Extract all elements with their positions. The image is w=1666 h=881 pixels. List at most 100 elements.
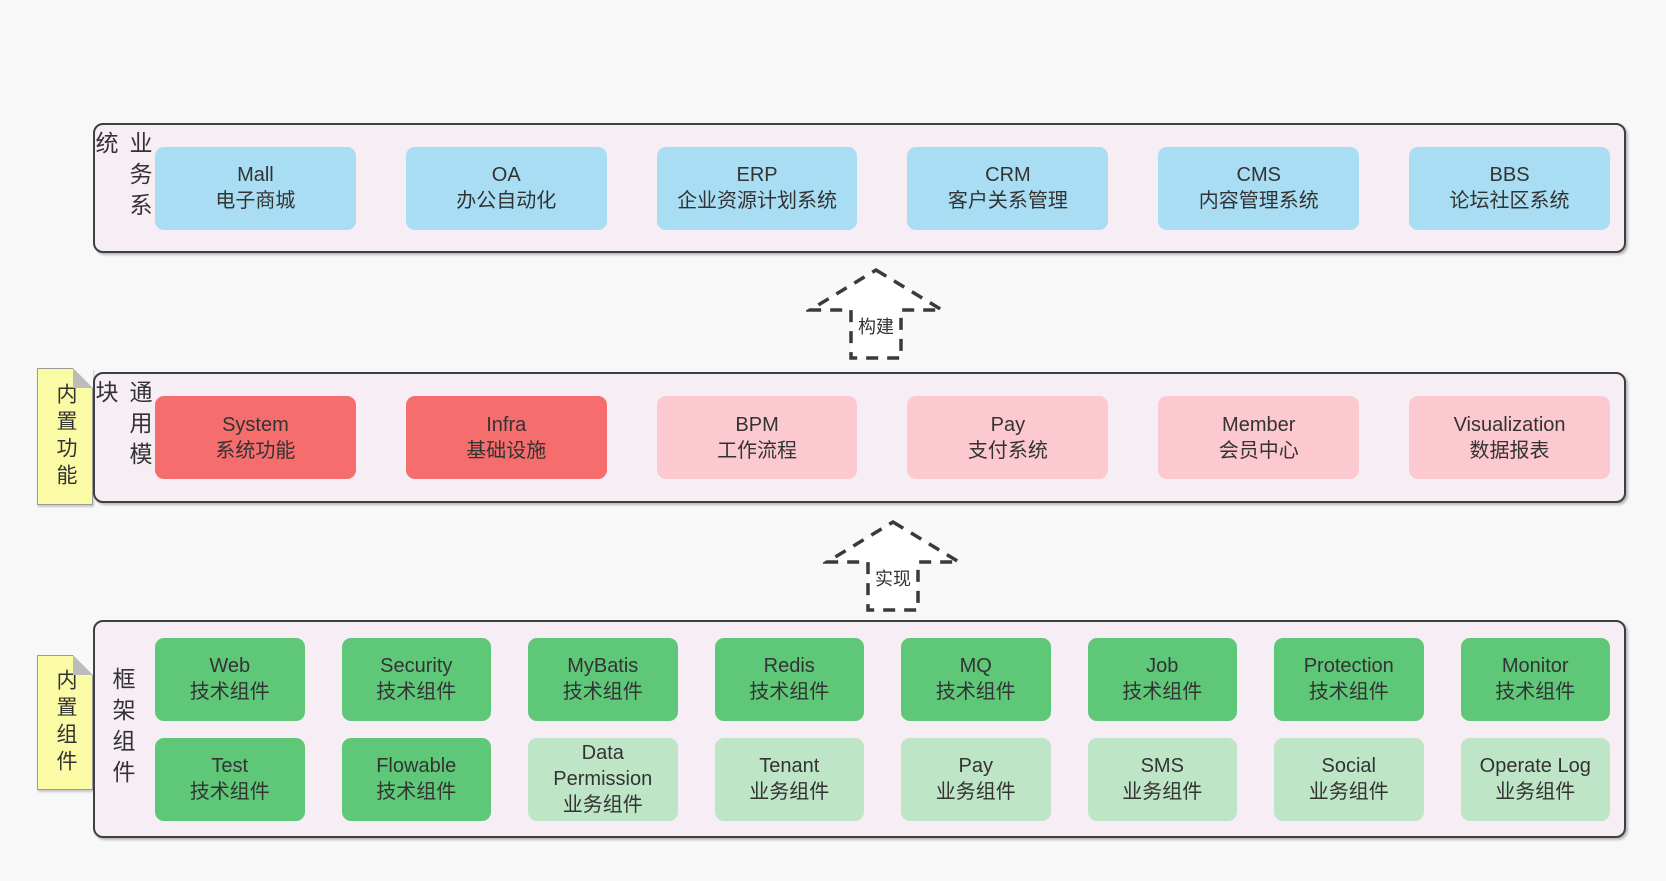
band-common-modules: 通用模块 System 系统功能 Infra 基础设施 BPM 工作流程 Pay… [92,372,1626,503]
band-framework-components: 框架组件 Web 技术组件 Security 技术组件 MyBatis 技术组件… [93,620,1626,838]
box-subtitle: 办公自动化 [456,190,557,212]
common-modules-row: System 系统功能 Infra 基础设施 BPM 工作流程 Pay 支付系统… [155,396,1610,479]
box-oa: OA 办公自动化 [405,146,607,230]
box-subtitle: 电子商城 [215,190,296,212]
box-name: Operate Log [1479,755,1591,777]
box-data-permission: Data Permission 业务组件 [528,737,678,821]
box-pay-business: Pay 业务组件 [901,737,1051,821]
box-subtitle: 论坛社区系统 [1449,190,1570,212]
box-name: BBS [1489,164,1530,186]
box-name: OA [491,164,521,186]
box-web: Web 技术组件 [155,637,305,721]
box-protection: Protection 技术组件 [1274,637,1424,721]
box-member: Member 会员中心 [1158,396,1360,479]
box-subtitle: 技术组件 [376,681,457,703]
box-name: SMS [1140,755,1184,777]
box-tenant: Tenant 业务组件 [714,737,864,821]
box-bbs: BBS 论坛社区系统 [1409,146,1610,230]
box-name: Pay [990,413,1026,436]
box-subtitle: 基础设施 [466,439,547,462]
box-name: Job [1146,655,1179,677]
box-monitor: Monitor 技术组件 [1460,637,1610,721]
box-subtitle: 技术组件 [749,681,830,703]
box-subtitle: 业务组件 [1122,781,1203,803]
box-subtitle: 技术组件 [935,681,1016,703]
box-subtitle: 数据报表 [1469,439,1550,462]
band-business-systems: 业务系统 Mall 电子商城 OA 办公自动化 ERP 企业资源计划系统 CRM… [92,123,1626,253]
box-name: Redis [763,655,815,677]
box-name: Flowable [376,755,457,777]
band-common-modules-label: 通用模块 [92,380,152,473]
box-visualization: Visualization 数据报表 [1409,396,1610,479]
band-business-systems-content: Mall 电子商城 OA 办公自动化 ERP 企业资源计划系统 CRM 客户关系… [149,125,1624,251]
box-name: Data Permission [553,742,653,790]
box-name: Social [1321,755,1376,777]
box-subtitle: 客户关系管理 [947,190,1068,212]
box-name: Tenant [759,755,820,777]
box-name: BPM [735,413,779,436]
box-subtitle: 技术组件 [189,681,270,703]
band-framework-components-content: Web 技术组件 Security 技术组件 MyBatis 技术组件 Redi… [149,622,1624,836]
band-business-systems-label: 业务系统 [92,131,152,224]
box-subtitle: 业务组件 [1495,781,1576,803]
box-pay: Pay 支付系统 [907,396,1109,479]
box-subtitle: 内容管理系统 [1198,190,1319,212]
box-name: Monitor [1501,655,1569,677]
framework-components-row-1: Web 技术组件 Security 技术组件 MyBatis 技术组件 Redi… [155,637,1610,721]
box-name: CMS [1236,164,1281,186]
box-name: Member [1222,413,1296,436]
box-subtitle: 企业资源计划系统 [677,190,838,212]
box-subtitle: 工作流程 [717,439,798,462]
box-name: Pay [958,755,993,777]
box-name: Security [380,655,453,677]
box-test: Test 技术组件 [155,737,305,821]
box-subtitle: 技术组件 [376,781,457,803]
box-name: CRM [985,164,1031,186]
box-subtitle: 技术组件 [562,681,643,703]
box-name: Visualization [1453,413,1566,436]
box-redis: Redis 技术组件 [714,637,864,721]
box-sms: SMS 业务组件 [1087,737,1237,821]
box-subtitle: 业务组件 [749,781,830,803]
box-name: MyBatis [567,655,639,677]
box-subtitle: 支付系统 [967,439,1048,462]
box-name: Infra [486,413,527,436]
box-flowable: Flowable 技术组件 [341,737,491,821]
box-subtitle: 业务组件 [562,794,643,816]
build-arrow-label: 构建 [858,317,894,337]
band-common-modules-content: System 系统功能 Infra 基础设施 BPM 工作流程 Pay 支付系统… [149,374,1624,501]
box-security: Security 技术组件 [341,637,491,721]
box-infra: Infra 基础设施 [405,396,607,479]
box-subtitle: 技术组件 [1122,681,1203,703]
box-subtitle: 技术组件 [1495,681,1576,703]
band-framework-components-label: 框架组件 [109,667,135,791]
box-name: Mall [237,164,274,186]
box-social: Social 业务组件 [1274,737,1424,821]
box-crm: CRM 客户关系管理 [907,146,1109,230]
implement-arrow-label: 实现 [875,569,911,589]
sticky-note-text: 内置组件 [54,668,77,777]
box-subtitle: 会员中心 [1218,439,1299,462]
box-job: Job 技术组件 [1087,637,1237,721]
box-system: System 系统功能 [155,396,356,479]
sticky-note-builtin-features: 内置功能 [37,368,93,505]
box-name: System [222,413,289,436]
implement-up-arrow-icon: 实现 [823,519,963,612]
build-up-arrow-icon: 构建 [806,267,946,360]
box-subtitle: 系统功能 [215,439,296,462]
box-name: Test [211,755,249,777]
box-name: Web [209,655,251,677]
box-mall: Mall 电子商城 [155,146,356,230]
box-erp: ERP 企业资源计划系统 [656,146,858,230]
box-subtitle: 业务组件 [935,781,1016,803]
box-subtitle: 业务组件 [1308,781,1389,803]
box-subtitle: 技术组件 [1308,681,1389,703]
box-mybatis: MyBatis 技术组件 [528,637,678,721]
box-operate-log: Operate Log 业务组件 [1460,737,1610,821]
box-name: MQ [959,655,992,677]
box-bpm: BPM 工作流程 [656,396,858,479]
box-subtitle: 技术组件 [189,781,270,803]
sticky-note-text: 内置功能 [54,382,77,491]
box-name: ERP [736,164,778,186]
